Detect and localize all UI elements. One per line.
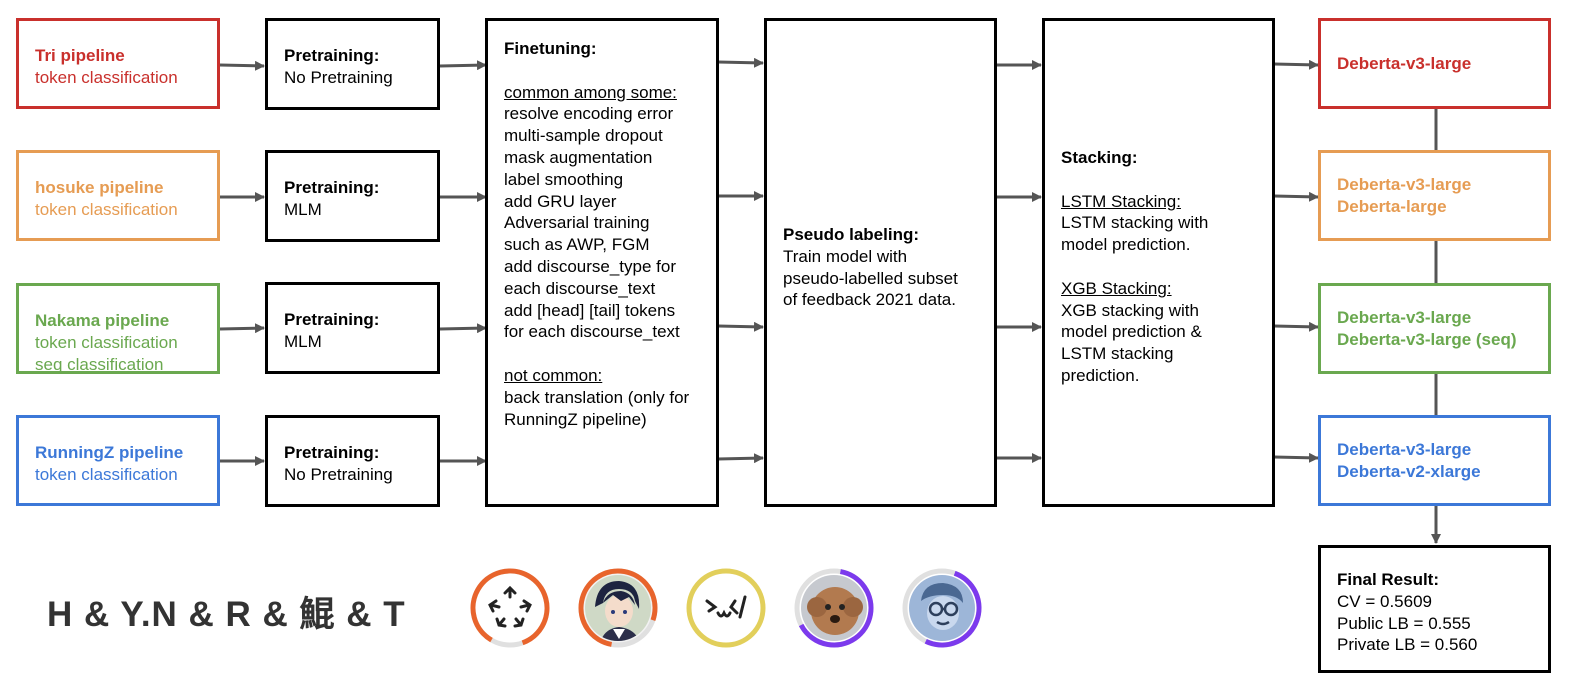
arrow-finetuning-pseudo-3 <box>717 321 764 332</box>
avatar-5 <box>902 568 982 648</box>
arrow-nakama-pretraining <box>219 323 265 334</box>
pipeline-detail: seq classification <box>35 355 164 374</box>
final-result-cv: CV = 0.5609 <box>1337 591 1432 611</box>
pipeline-detail: token classification <box>35 333 178 352</box>
finetuning-item: label smoothing <box>504 169 624 189</box>
pseudo-labeling-box: Pseudo labeling: Train model with pseudo… <box>764 18 997 507</box>
avatar-2 <box>578 568 658 648</box>
model-name: Deberta-v3-large <box>1337 439 1472 459</box>
stacking-title: Stacking: <box>1061 148 1138 167</box>
model-box-hosuke: Deberta-v3-large Deberta-large <box>1318 150 1551 241</box>
finetuning-item: add discourse_type for <box>504 256 676 276</box>
finetuning-item: multi-sample dropout <box>504 126 663 146</box>
kaomoji-face-icon <box>705 595 747 619</box>
finetuning-item: back translation (only for <box>504 387 690 407</box>
finetuning-item: each discourse_text <box>504 278 656 298</box>
stacking-line: XGB stacking with <box>1061 300 1199 320</box>
finetuning-item: add [head] [tail] tokens <box>504 300 676 320</box>
avatar-4 <box>794 568 874 648</box>
pretraining-title: Pretraining: <box>284 178 380 197</box>
avatar-1 <box>470 568 550 648</box>
stacking-line: LSTM stacking <box>1061 344 1174 364</box>
anime-character-icon <box>585 575 651 641</box>
pipeline-title: Nakama pipeline <box>35 311 170 330</box>
model-box-tri: Deberta-v3-large <box>1318 18 1551 109</box>
stacking-line: model prediction & <box>1061 322 1202 342</box>
finetuning-title: Finetuning: <box>504 39 597 58</box>
finetuning-box: Finetuning: common among some: resolve e… <box>485 18 719 507</box>
pretraining-value: MLM <box>284 200 322 219</box>
final-result-private-lb: Private LB = 0.560 <box>1337 635 1478 655</box>
pipeline-box-hosuke: hosuke pipeline token classification <box>16 150 220 241</box>
pretraining-value: No Pretraining <box>284 465 393 484</box>
arrow-pretraining-finetuning-3 <box>439 323 487 334</box>
pseudo-labeling-line: Train model with <box>783 246 908 266</box>
pretraining-box-4: Pretraining: No Pretraining <box>265 415 440 507</box>
puppy-photo-icon <box>801 575 867 641</box>
pipeline-title: RunningZ pipeline <box>35 443 184 462</box>
model-name: Deberta-v3-large <box>1337 53 1472 73</box>
stacking-line: prediction. <box>1061 365 1140 385</box>
model-name: Deberta-v3-large <box>1337 307 1472 327</box>
finetuning-item: for each discourse_text <box>504 322 680 342</box>
stacking-box: Stacking: LSTM Stacking: LSTM stacking w… <box>1042 18 1275 507</box>
final-result-box: Final Result: CV = 0.5609 Public LB = 0.… <box>1318 545 1551 673</box>
finetuning-item: Adversarial training <box>504 213 650 233</box>
pipeline-detail: token classification <box>35 68 178 87</box>
model-name: Deberta-v3-large <box>1337 174 1472 194</box>
team-name: H & Y.N & R & 鯤 & T <box>47 595 406 634</box>
model-name: Deberta-large <box>1337 196 1447 216</box>
model-box-runningz: Deberta-v3-large Deberta-v2-xlarge <box>1318 415 1551 506</box>
stacking-xgb-heading: XGB Stacking: <box>1061 278 1172 298</box>
pipeline-box-nakama: Nakama pipeline token classification seq… <box>16 283 220 374</box>
pipeline-detail: token classification <box>35 200 178 219</box>
recycle-arrows-icon <box>488 585 532 628</box>
model-box-nakama: Deberta-v3-large Deberta-v3-large (seq) <box>1318 283 1551 374</box>
pretraining-box-1: Pretraining: No Pretraining <box>265 18 440 110</box>
pretraining-value: MLM <box>284 332 322 351</box>
finetuning-item: add GRU layer <box>504 191 617 211</box>
stacking-line: model prediction. <box>1061 235 1191 255</box>
arrow-stacking-model-3 <box>1273 321 1319 332</box>
pretraining-title: Pretraining: <box>284 443 380 462</box>
pseudo-labeling-line: of feedback 2021 data. <box>783 290 956 310</box>
finetuning-item: such as AWP, FGM <box>504 235 650 255</box>
pretraining-box-2: Pretraining: MLM <box>265 150 440 242</box>
pretraining-title: Pretraining: <box>284 310 380 329</box>
pretraining-title: Pretraining: <box>284 46 380 65</box>
pretraining-value: No Pretraining <box>284 68 393 87</box>
model-name: Deberta-v2-xlarge <box>1337 461 1481 481</box>
stacking-line: LSTM stacking with <box>1061 213 1209 233</box>
pipeline-box-tri: Tri pipeline token classification <box>16 18 220 109</box>
final-result-public-lb: Public LB = 0.555 <box>1337 613 1471 633</box>
arrow-stacking-model-1 <box>1273 59 1319 70</box>
pseudo-labeling-line: pseudo-labelled subset <box>783 268 958 288</box>
model-name: Deberta-v3-large (seq) <box>1337 329 1517 349</box>
final-result-title: Final Result: <box>1337 570 1440 589</box>
finetuning-item: resolve encoding error <box>504 104 674 124</box>
arrow-finetuning-pseudo-1 <box>717 57 764 68</box>
finetuning-item: mask augmentation <box>504 147 653 167</box>
pipeline-title: hosuke pipeline <box>35 178 164 197</box>
glasses-face-icon <box>909 575 975 641</box>
finetuning-not-common-heading: not common: <box>504 365 603 385</box>
pretraining-box-3: Pretraining: MLM <box>265 282 440 374</box>
pseudo-labeling-title: Pseudo labeling: <box>783 225 920 244</box>
arrow-stacking-model-2 <box>1273 191 1319 202</box>
arrow-stacking-model-4 <box>1273 452 1319 463</box>
avatar-3 <box>686 568 766 648</box>
finetuning-common-heading: common among some: <box>504 82 677 102</box>
arrow-finetuning-pseudo-4 <box>717 453 764 464</box>
stacking-lstm-heading: LSTM Stacking: <box>1061 191 1181 211</box>
pipeline-box-runningz: RunningZ pipeline token classification <box>16 415 220 506</box>
pipeline-detail: token classification <box>35 465 178 484</box>
finetuning-item: RunningZ pipeline) <box>504 409 647 429</box>
arrow-pretraining-finetuning-1 <box>439 60 487 71</box>
pipeline-title: Tri pipeline <box>35 46 125 65</box>
arrow-tri-pretraining <box>219 60 265 71</box>
